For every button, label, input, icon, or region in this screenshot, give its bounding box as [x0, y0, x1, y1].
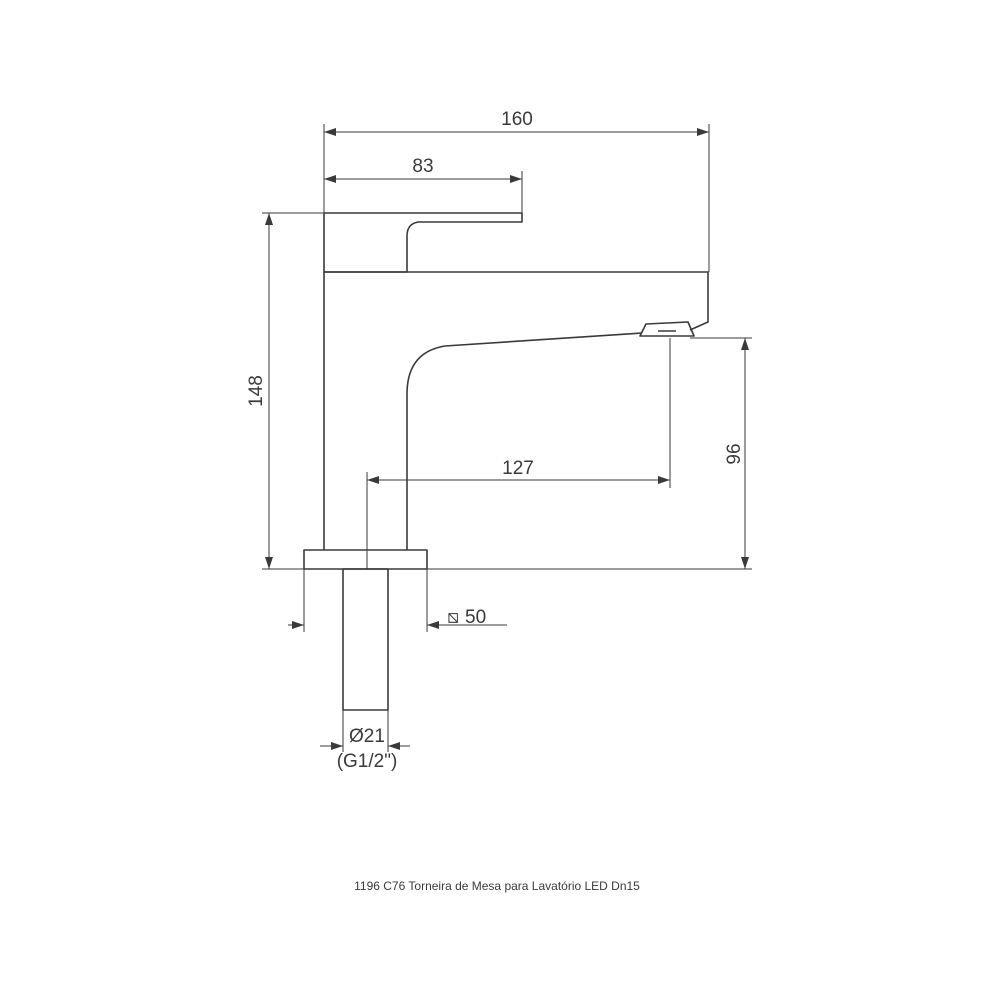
- dim-spout-height: 96: [724, 443, 745, 464]
- drawing-caption: 1196 C76 Torneira de Mesa para Lavatório…: [354, 879, 640, 893]
- lever-handle: [323, 212, 523, 273]
- dim-overall-width: 160: [501, 109, 533, 130]
- dim-handle-length: 83: [412, 156, 433, 177]
- dim-pipe-thread: (G1/2"): [337, 751, 398, 772]
- supply-pipe: [342, 568, 389, 711]
- dim-base-square: 50: [465, 607, 486, 628]
- dim-pipe-diameter: Ø21: [349, 726, 385, 747]
- dim-base-square-symbol: ⧅: [447, 607, 459, 628]
- faucet-body: [323, 271, 709, 550]
- faucet-outline: [303, 212, 709, 711]
- dim-spout-reach: 127: [502, 458, 534, 479]
- base-plate: [303, 549, 428, 570]
- aerator: [639, 321, 695, 337]
- dimension-lines: [262, 124, 752, 752]
- dimension-labels: 160 83 148 96 127 ⧅ 50 Ø21 (G1/2"): [246, 109, 745, 772]
- dim-overall-height: 148: [246, 375, 267, 407]
